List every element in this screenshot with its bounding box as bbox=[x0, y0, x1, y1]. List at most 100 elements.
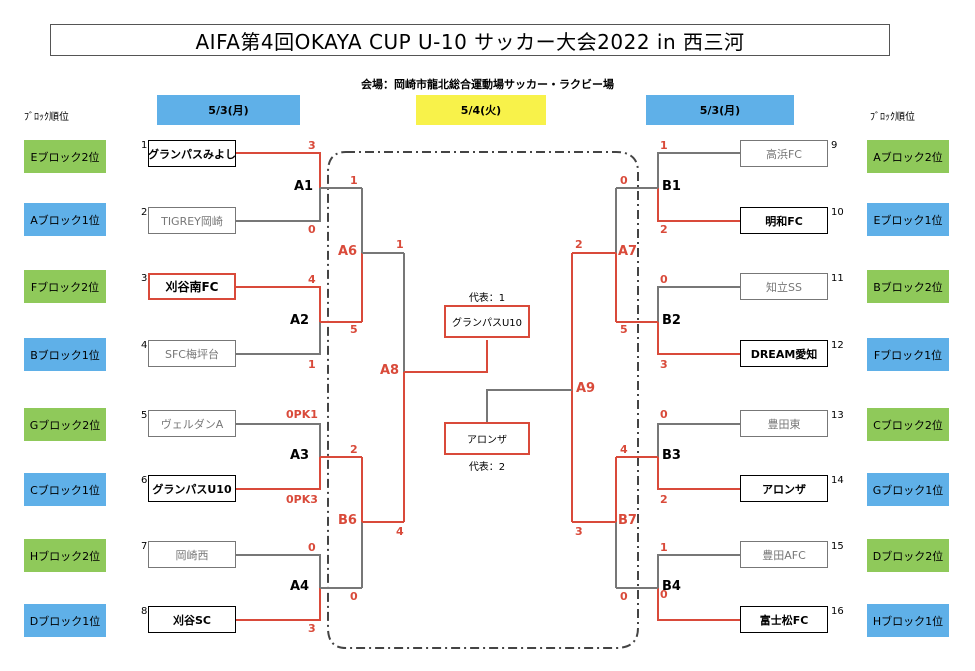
left-rank-5: Gブロック2位 bbox=[24, 408, 106, 441]
rank-header-left: ﾌﾞﾛｯｸ順位 bbox=[24, 112, 69, 123]
right-rank-3: Bブロック2位 bbox=[867, 270, 949, 303]
score-a7-top: 0 bbox=[620, 174, 628, 187]
line-r15 bbox=[657, 554, 742, 588]
team-9: 高浜FC bbox=[740, 140, 828, 167]
center-frame bbox=[327, 151, 639, 649]
score-l2: 0 bbox=[308, 223, 316, 236]
score-a8-bottom: 4 bbox=[396, 525, 404, 538]
label-a2: A2 bbox=[290, 313, 310, 328]
score-b7-bottom: 0 bbox=[620, 590, 628, 603]
seed-15: 15 bbox=[831, 541, 844, 552]
team-10: 明和FC bbox=[740, 207, 828, 234]
score-a9-bottom: 3 bbox=[575, 525, 583, 538]
score-r11: 0 bbox=[660, 273, 668, 286]
line-l8 bbox=[236, 588, 321, 621]
seed-13: 13 bbox=[831, 410, 844, 421]
left-rank-3: Fブロック2位 bbox=[24, 270, 106, 303]
score-r10: 2 bbox=[660, 223, 668, 236]
line-r12 bbox=[657, 322, 742, 355]
line-l4 bbox=[236, 322, 321, 355]
score-l7: 0 bbox=[308, 541, 316, 554]
rep1-team: グランパスU10 bbox=[444, 305, 530, 338]
line-a8-to-final bbox=[404, 340, 488, 373]
line-l3 bbox=[236, 286, 321, 322]
score-l6: 0PK3 bbox=[286, 493, 318, 506]
right-rank-2: Eブロック1位 bbox=[867, 203, 949, 236]
line-r10 bbox=[657, 188, 742, 222]
left-rank-6: Cブロック1位 bbox=[24, 473, 106, 506]
line-r11 bbox=[657, 286, 742, 322]
seed-8: 8 bbox=[141, 606, 148, 617]
label-a6: A6 bbox=[338, 244, 358, 259]
line-l2 bbox=[236, 188, 321, 222]
team-13: 豊田東 bbox=[740, 410, 828, 437]
left-rank-1: Eブロック2位 bbox=[24, 140, 106, 173]
label-a7: A7 bbox=[618, 244, 638, 259]
date-center: 5/4(火) bbox=[416, 95, 546, 125]
right-rank-1: Aブロック2位 bbox=[867, 140, 949, 173]
seed-16: 16 bbox=[831, 606, 844, 617]
score-r9: 1 bbox=[660, 139, 668, 152]
label-a4: A4 bbox=[290, 579, 310, 594]
line-r16 bbox=[657, 588, 742, 621]
left-rank-2: Aブロック1位 bbox=[24, 203, 106, 236]
score-l5: 0PK1 bbox=[286, 408, 318, 421]
team-5: ヴェルダンA bbox=[148, 410, 236, 437]
right-rank-6: Gブロック1位 bbox=[867, 473, 949, 506]
right-rank-7: Dブロック2位 bbox=[867, 539, 949, 572]
score-r16: 0 bbox=[660, 588, 668, 601]
line-r14 bbox=[657, 457, 742, 490]
team-12: DREAM愛知 bbox=[740, 340, 828, 367]
seed-5: 5 bbox=[141, 410, 148, 421]
line-l1 bbox=[236, 152, 321, 188]
score-r14: 2 bbox=[660, 493, 668, 506]
line-r9 bbox=[657, 152, 742, 188]
team-4: SFC梅坪台 bbox=[148, 340, 236, 367]
right-rank-8: Hブロック1位 bbox=[867, 604, 949, 637]
seed-7: 7 bbox=[141, 541, 148, 552]
score-b7-top: 4 bbox=[620, 443, 628, 456]
score-a7-bottom: 5 bbox=[620, 323, 628, 336]
seed-11: 11 bbox=[831, 273, 844, 284]
team-8: 刈谷SC bbox=[148, 606, 236, 633]
team-16: 富士松FC bbox=[740, 606, 828, 633]
team-15: 豊田AFC bbox=[740, 541, 828, 568]
seed-10: 10 bbox=[831, 207, 844, 218]
score-r12: 3 bbox=[660, 358, 668, 371]
label-b4: B4 bbox=[662, 579, 681, 594]
line-l5 bbox=[236, 423, 321, 457]
label-b7: B7 bbox=[618, 513, 637, 528]
venue-text: 会場：岡崎市龍北総合運動場サッカー・ラクビー場 bbox=[361, 78, 614, 91]
date-left: 5/3(月) bbox=[157, 95, 300, 125]
line-l7 bbox=[236, 554, 321, 588]
left-rank-4: Bブロック1位 bbox=[24, 338, 106, 371]
score-a9-top: 2 bbox=[575, 238, 583, 251]
team-11: 知立SS bbox=[740, 273, 828, 300]
rep1-label: 代表：1 bbox=[468, 293, 506, 304]
left-rank-7: Hブロック2位 bbox=[24, 539, 106, 572]
label-b3: B3 bbox=[662, 448, 681, 463]
seed-14: 14 bbox=[831, 475, 844, 486]
label-a3: A3 bbox=[290, 448, 310, 463]
date-right: 5/3(月) bbox=[646, 95, 794, 125]
seed-2: 2 bbox=[141, 207, 148, 218]
seed-9: 9 bbox=[831, 140, 838, 151]
seed-4: 4 bbox=[141, 340, 148, 351]
score-r15: 1 bbox=[660, 541, 668, 554]
label-a1: A1 bbox=[294, 179, 314, 194]
label-a9: A9 bbox=[576, 381, 596, 396]
seed-6: 6 bbox=[141, 475, 148, 486]
left-rank-8: Dブロック1位 bbox=[24, 604, 106, 637]
rep2-label: 代表：2 bbox=[468, 462, 506, 473]
score-l1: 3 bbox=[308, 139, 316, 152]
line-l6 bbox=[236, 457, 321, 490]
label-b6: B6 bbox=[338, 513, 357, 528]
score-a6-bottom: 5 bbox=[350, 323, 358, 336]
score-b6-top: 2 bbox=[350, 443, 358, 456]
score-l3: 4 bbox=[308, 273, 316, 286]
right-rank-4: Fブロック1位 bbox=[867, 338, 949, 371]
line-r13 bbox=[657, 423, 742, 457]
score-b6-bottom: 0 bbox=[350, 590, 358, 603]
team-14: アロンザ bbox=[740, 475, 828, 502]
